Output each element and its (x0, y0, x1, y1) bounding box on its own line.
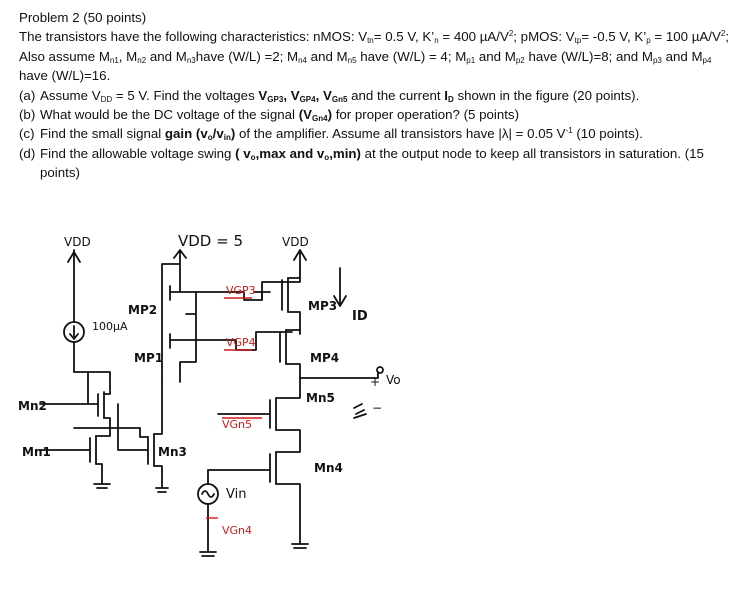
circuit-labels: VDD VDD = 5 VDD 100µA MP2 MP1 MP3 MP4 Mn… (18, 232, 401, 537)
part-c: (c) Find the small signal gain (vo/vin) … (19, 126, 643, 143)
label-vo: Vo (386, 373, 401, 387)
label-vgn5: VGn5 (222, 418, 252, 431)
wl-assumptions-cont: have (W/L)=16. (19, 68, 111, 84)
label-mp4: MP4 (310, 351, 339, 365)
problem-text: Problem 2 (50 points) The transistors ha… (19, 8, 739, 183)
part-b: (b) What would be the DC voltage of the … (19, 107, 520, 124)
problem-title: Problem 2 (50 points) (19, 10, 147, 25)
transistor-characteristics: The transistors have the following chara… (19, 29, 729, 46)
label-mn3: Mn3 (158, 445, 187, 459)
label-id: ID (352, 309, 368, 324)
label-vin: Vin (226, 487, 246, 502)
label-mn1: Mn1 (22, 445, 51, 459)
label-vdd-right: VDD (282, 235, 309, 249)
circuit-diagram: VDD VDD = 5 VDD 100µA MP2 MP1 MP3 MP4 Mn… (18, 232, 401, 557)
label-vgn4: VGn4 (222, 524, 252, 537)
label-vgp4: VGP4 (226, 336, 256, 349)
part-d-cont: points) (40, 165, 80, 181)
label-mn2: Mn2 (18, 399, 47, 413)
label-mn5: Mn5 (306, 391, 335, 405)
label-vdd-left: VDD (64, 235, 91, 249)
circuit-wires (39, 249, 384, 557)
label-mp2: MP2 (128, 303, 157, 317)
label-vgp3: VGP3 (226, 284, 256, 297)
label-mp3: MP3 (308, 299, 337, 313)
label-mn4: Mn4 (314, 461, 343, 475)
part-d: (d) Find the allowable voltage swing ( v… (19, 145, 704, 162)
label-current-source: 100µA (92, 320, 128, 333)
label-mp1: MP1 (134, 351, 163, 365)
label-minus: − (372, 401, 382, 415)
label-vdd-mid: VDD = 5 (178, 232, 243, 250)
wl-assumptions: Also assume Mn1, Mn2 and Mn3have (W/L) =… (19, 48, 712, 65)
part-a: (a) Assume VDD = 5 V. Find the voltages … (19, 87, 640, 104)
label-plus: + (370, 375, 380, 389)
annotation-lines (206, 297, 262, 519)
